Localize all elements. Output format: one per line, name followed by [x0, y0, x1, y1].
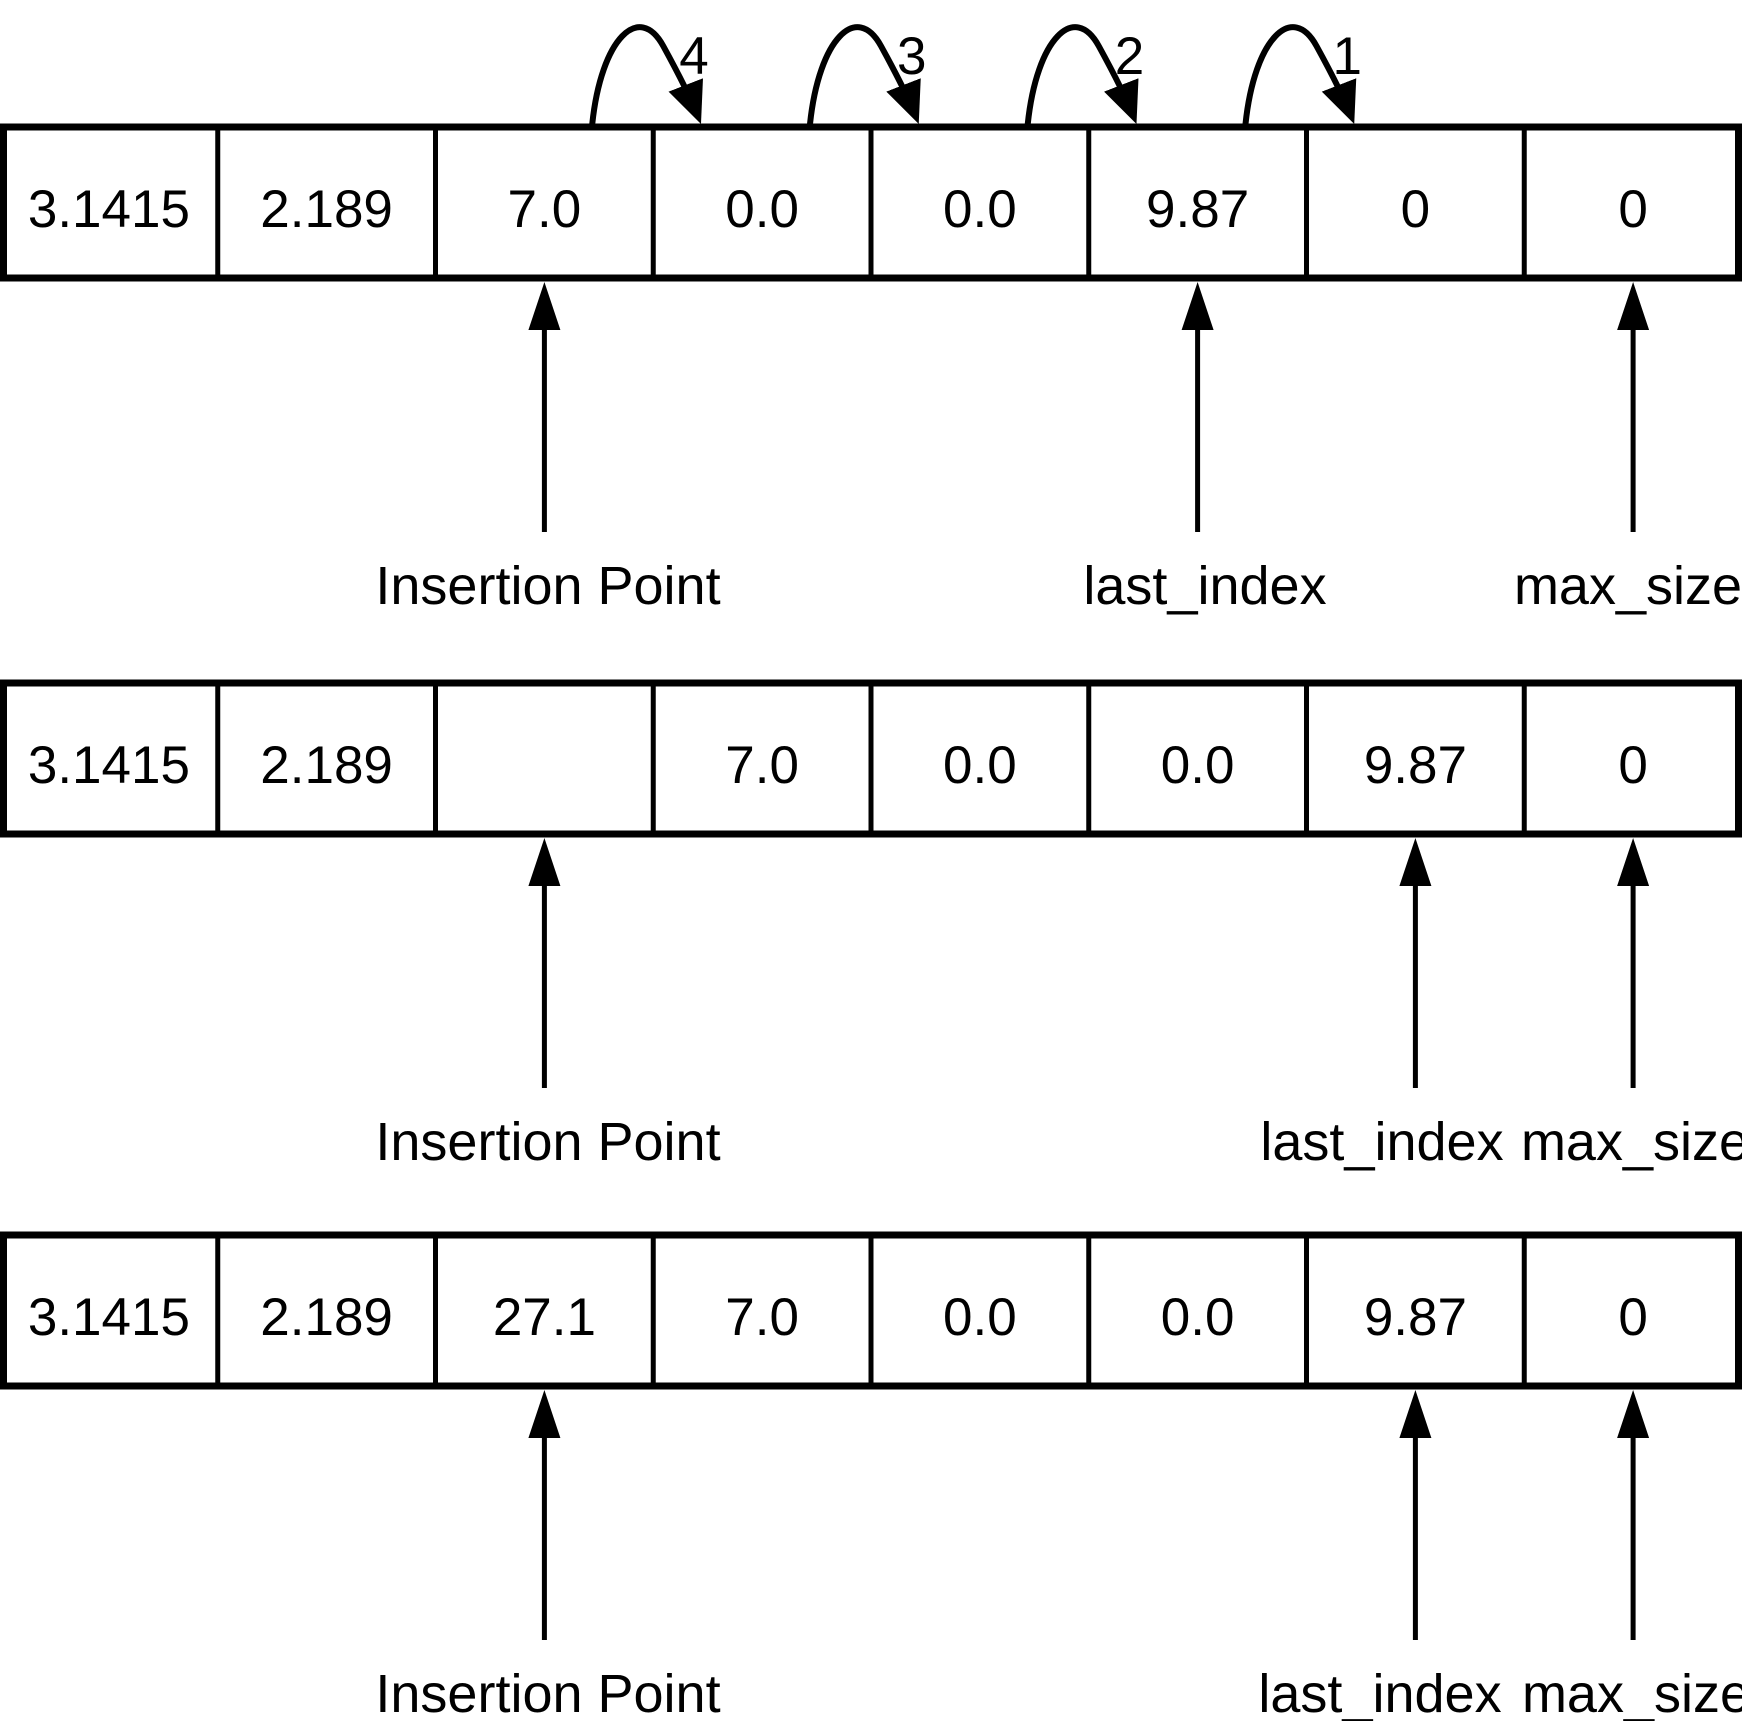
- shift-step-number: 4: [679, 27, 708, 86]
- shift-arcs: 4 3 2 1: [589, 24, 1362, 125]
- array-state-2: 3.1415 2.189 27.1 7.0 0.0 0.0 9.87 0 Ins…: [0, 1231, 1742, 1721]
- arrow-head-icon: [528, 1390, 561, 1438]
- cell-value: 2.189: [260, 1288, 393, 1347]
- max-size-label: max_size: [1514, 556, 1742, 616]
- arrow-head-icon: [1617, 838, 1650, 886]
- last-index-pointer: last_index: [1260, 838, 1504, 1172]
- array-state-1: 3.1415 2.189 7.0 0.0 0.0 9.87 0 Insertio…: [0, 679, 1742, 1172]
- cell-dividers: [215, 127, 1527, 278]
- last-index-pointer: last_index: [1083, 282, 1327, 616]
- cell-value: 7.0: [725, 736, 799, 795]
- arrow-head-icon: [1181, 282, 1214, 330]
- cell-value: 3.1415: [28, 736, 190, 795]
- cell-value: 2.189: [260, 736, 393, 795]
- cell-value: 7.0: [508, 180, 582, 239]
- max-size-label: max_size: [1522, 1664, 1742, 1721]
- cell-values: 3.1415 2.189 7.0 0.0 0.0 9.87 0 0: [28, 180, 1648, 239]
- shift-step-number: 1: [1333, 27, 1362, 86]
- insertion-point-pointer: Insertion Point: [375, 282, 721, 616]
- last-index-label: last_index: [1083, 556, 1326, 616]
- insertion-point-label: Insertion Point: [375, 1664, 720, 1721]
- cell-values: 3.1415 2.189 27.1 7.0 0.0 0.0 9.87 0: [28, 1288, 1648, 1347]
- insertion-point-pointer: Insertion Point: [375, 838, 721, 1172]
- last-index-label: last_index: [1260, 1112, 1503, 1172]
- cell-value: 7.0: [725, 1288, 799, 1347]
- cell-value: 0: [1401, 180, 1430, 239]
- cell-value: 2.189: [260, 180, 393, 239]
- arrow-head-icon: [1399, 838, 1432, 886]
- shift-arc-arrow: [1024, 24, 1139, 125]
- insertion-point-label: Insertion Point: [375, 556, 720, 616]
- max-size-pointer: max_size: [1521, 838, 1742, 1172]
- cell-dividers: [215, 1235, 1527, 1386]
- cell-value: 0: [1618, 736, 1647, 795]
- arrow-head-icon: [1399, 1390, 1432, 1438]
- last-index-pointer: last_index: [1258, 1390, 1502, 1721]
- max-size-pointer: max_size: [1514, 282, 1742, 616]
- cell-value: 0.0: [1161, 736, 1235, 795]
- cell-value: 3.1415: [28, 180, 190, 239]
- cell-value: 0.0: [943, 180, 1017, 239]
- cell-dividers: [215, 683, 1527, 834]
- last-index-label: last_index: [1258, 1664, 1501, 1721]
- cell-value: 3.1415: [28, 1288, 190, 1347]
- cell-value: 0.0: [943, 736, 1017, 795]
- cell-value: 9.87: [1364, 736, 1467, 795]
- cell-value: 0.0: [943, 1288, 1017, 1347]
- shift-arc-arrow: [807, 24, 921, 125]
- arrow-head-icon: [528, 282, 561, 330]
- cell-value: 27.1: [493, 1288, 596, 1347]
- shift-step-number: 3: [897, 27, 926, 86]
- cell-value: 9.87: [1146, 180, 1249, 239]
- max-size-label: max_size: [1521, 1112, 1742, 1172]
- arrow-head-icon: [1617, 282, 1650, 330]
- shift-step-number: 2: [1115, 27, 1144, 86]
- cell-value: 0.0: [1161, 1288, 1235, 1347]
- array-state-0: 4 3 2 1 3.1415 2.189 7.0 0.0 0.0 9.87: [0, 24, 1742, 616]
- shift-arc-arrow: [589, 24, 703, 125]
- arrow-head-icon: [528, 838, 561, 886]
- arrow-head-icon: [1617, 1390, 1650, 1438]
- cell-value: 0: [1618, 1288, 1647, 1347]
- insertion-point-pointer: Insertion Point: [375, 1390, 721, 1721]
- cell-value: 9.87: [1364, 1288, 1467, 1347]
- shift-arc-arrow: [1242, 24, 1357, 125]
- cell-value: 0.0: [725, 180, 799, 239]
- max-size-pointer: max_size: [1522, 1390, 1742, 1721]
- cell-values: 3.1415 2.189 7.0 0.0 0.0 9.87 0: [28, 736, 1648, 795]
- cell-value: 0: [1618, 180, 1647, 239]
- insertion-point-label: Insertion Point: [375, 1112, 720, 1172]
